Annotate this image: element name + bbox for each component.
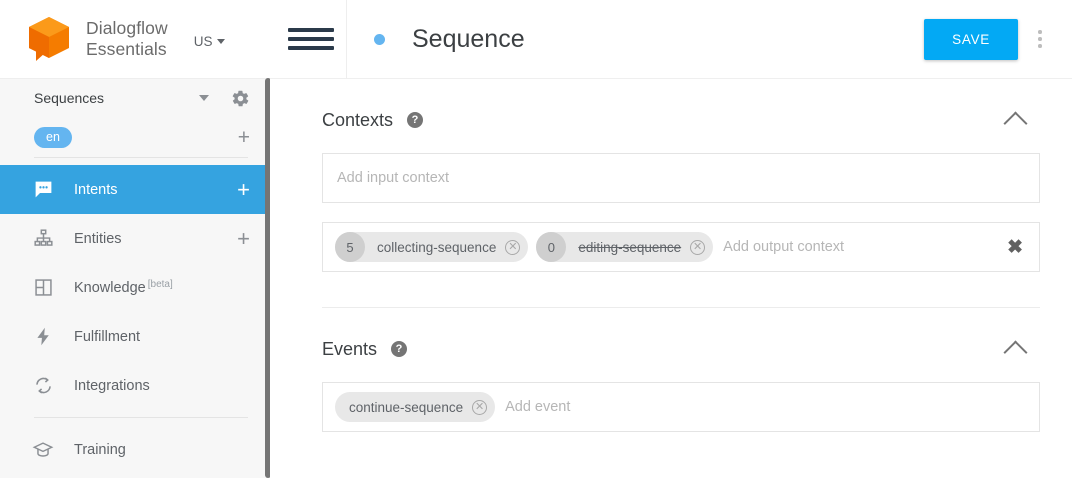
help-icon[interactable]: ? bbox=[407, 112, 424, 128]
sidebar-item-label: Integrations bbox=[74, 377, 150, 394]
sidebar-item-label: Knowledge [beta] bbox=[74, 278, 250, 296]
brand-header: Dialogflow Essentials US bbox=[0, 0, 270, 79]
sidebar-scrollbar[interactable] bbox=[265, 78, 271, 478]
kebab-menu-icon[interactable] bbox=[1026, 19, 1054, 59]
events-field[interactable]: continue-sequence ✕ Add event bbox=[322, 382, 1040, 432]
sidebar-item-text: Knowledge bbox=[74, 279, 146, 296]
help-icon[interactable]: ? bbox=[391, 341, 408, 357]
training-icon bbox=[32, 439, 54, 461]
event-chip[interactable]: continue-sequence ✕ bbox=[335, 392, 496, 422]
page-title: Sequence bbox=[412, 24, 525, 53]
chevron-down-icon bbox=[216, 38, 225, 44]
sidebar-nav: Intents + Entities + bbox=[0, 165, 270, 474]
dialogflow-logo-icon bbox=[29, 17, 69, 61]
brand-name: Dialogflow Essentials bbox=[86, 18, 168, 60]
region-label: US bbox=[193, 33, 213, 49]
language-chip-en[interactable]: en bbox=[34, 126, 72, 148]
topbar-separator bbox=[346, 0, 347, 79]
agent-name: Sequences bbox=[34, 90, 105, 106]
chevron-up-icon[interactable] bbox=[1003, 339, 1028, 365]
context-chip[interactable]: 0 editing-sequence ✕ bbox=[536, 232, 714, 262]
beta-badge: [beta] bbox=[147, 278, 173, 290]
hamburger-icon[interactable] bbox=[288, 28, 334, 50]
chevron-up-icon[interactable] bbox=[1003, 110, 1028, 136]
add-entity-button[interactable]: + bbox=[237, 225, 250, 251]
sidebar-item-label: Intents bbox=[74, 181, 118, 198]
integrations-icon bbox=[32, 375, 54, 397]
region-selector[interactable]: US bbox=[194, 30, 225, 49]
brand-name-line2: Essentials bbox=[86, 39, 167, 59]
add-intent-button[interactable]: + bbox=[237, 176, 250, 202]
status-dot bbox=[374, 33, 385, 45]
main-content: Sequence SAVE Contexts ? Add input conte… bbox=[270, 0, 1072, 478]
save-button[interactable]: SAVE bbox=[924, 18, 1018, 60]
context-chip[interactable]: 5 collecting-sequence ✕ bbox=[335, 232, 529, 262]
events-placeholder: Add event bbox=[505, 399, 571, 415]
sidebar-item-knowledge[interactable]: Knowledge [beta] bbox=[0, 263, 270, 312]
sidebar-item-fulfillment[interactable]: Fulfillment bbox=[0, 312, 270, 361]
chevron-down-icon bbox=[199, 95, 209, 101]
topbar-actions: SAVE bbox=[924, 18, 1072, 60]
clear-icon[interactable]: ✖ bbox=[1007, 236, 1023, 258]
entities-icon bbox=[32, 228, 54, 250]
gear-icon[interactable] bbox=[231, 89, 250, 108]
context-chip-label: editing-sequence bbox=[578, 239, 682, 255]
brand-name-line1: Dialogflow bbox=[86, 18, 168, 38]
context-lifespan: 0 bbox=[536, 232, 567, 262]
sidebar-item-intents[interactable]: Intents + bbox=[0, 165, 270, 214]
context-chip-label: collecting-sequence bbox=[377, 239, 497, 255]
remove-chip-icon[interactable]: ✕ bbox=[505, 239, 521, 255]
add-language-button[interactable]: + bbox=[237, 125, 250, 149]
sidebar-item-integrations[interactable]: Integrations bbox=[0, 361, 270, 410]
top-bar: Sequence SAVE bbox=[270, 0, 1072, 79]
sidebar-divider bbox=[34, 157, 248, 158]
output-context-placeholder: Add output context bbox=[723, 239, 845, 255]
fulfillment-icon bbox=[32, 326, 54, 348]
sidebar-item-label: Training bbox=[74, 441, 126, 458]
remove-chip-icon[interactable]: ✕ bbox=[472, 399, 488, 415]
contexts-section: Contexts ? Add input context 5 collectin… bbox=[322, 79, 1040, 308]
sidebar-item-entities[interactable]: Entities + bbox=[0, 214, 270, 263]
sidebar-item-label: Fulfillment bbox=[74, 328, 141, 345]
sidebar-item-training[interactable]: Training bbox=[0, 425, 270, 474]
contexts-title: Contexts bbox=[322, 109, 394, 130]
section-divider bbox=[322, 307, 1040, 308]
input-context-field[interactable]: Add input context bbox=[322, 153, 1040, 203]
content-area: Contexts ? Add input context 5 collectin… bbox=[270, 79, 1072, 432]
language-row: en + bbox=[0, 117, 270, 157]
input-context-placeholder: Add input context bbox=[337, 170, 450, 186]
sidebar-section-divider bbox=[34, 417, 248, 418]
events-header: Events ? bbox=[322, 335, 1040, 365]
output-context-field[interactable]: 5 collecting-sequence ✕ 0 editing-sequen… bbox=[322, 222, 1040, 272]
intents-icon bbox=[32, 179, 54, 201]
context-lifespan: 5 bbox=[335, 232, 365, 262]
knowledge-icon bbox=[32, 277, 54, 299]
sidebar-item-label: Entities bbox=[74, 230, 122, 247]
contexts-header: Contexts ? bbox=[322, 106, 1040, 136]
events-section: Events ? continue-sequence ✕ Add event bbox=[322, 308, 1040, 432]
remove-chip-icon[interactable]: ✕ bbox=[690, 239, 706, 255]
agent-selector[interactable]: Sequences bbox=[0, 79, 270, 117]
sidebar: Dialogflow Essentials US Sequences en + bbox=[0, 0, 271, 478]
events-title: Events bbox=[322, 338, 378, 359]
event-chip-label: continue-sequence bbox=[349, 399, 464, 415]
